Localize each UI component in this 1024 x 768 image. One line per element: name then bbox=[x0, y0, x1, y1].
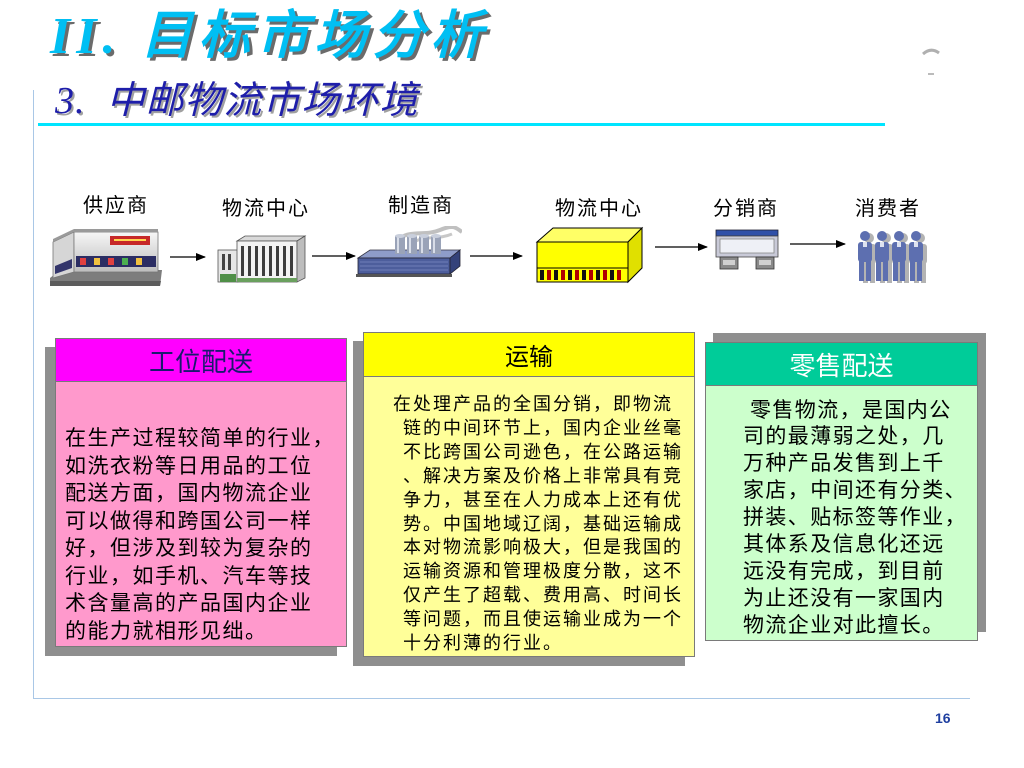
box-transportation: 运输 在处理产品的全国分销，即物流 链的中间环节上，国内企业丝毫 不比跨国公司逊… bbox=[363, 332, 695, 657]
box-text-line: 如洗衣粉等日用品的工位 bbox=[65, 453, 313, 478]
box-workstation-delivery: 工位配送 在生产过程较简单的行业， 如洗衣粉等日用品的工位 配送方面，国内物流企… bbox=[55, 338, 347, 647]
box-text-line: 本对物流影响极大，但是我国的 bbox=[403, 537, 683, 559]
slide-title: II. 目标市场分析 bbox=[50, 8, 489, 65]
title-underline bbox=[38, 123, 885, 126]
box-text-line: 运输资源和管理极度分散，这不 bbox=[403, 561, 683, 583]
box-header-text: 零售配送 bbox=[789, 351, 894, 382]
box-text-line: 仅产生了超载、费用高、时间长 bbox=[403, 585, 683, 607]
box-text-line: 链的中间环节上，国内企业丝毫 bbox=[403, 417, 683, 439]
flow-node-consumer-label: 消费者 bbox=[855, 196, 921, 220]
page-number: 16 bbox=[935, 710, 951, 726]
box-body: 零售物流，是国内公 司的最薄弱之处，几 万种产品发售到上千 家店，中间还有分类、… bbox=[706, 386, 977, 640]
box-text-line: 司的最薄弱之处，几 bbox=[743, 424, 945, 449]
warehouse-icon bbox=[50, 229, 162, 286]
flow-node-distributor-label: 分销商 bbox=[713, 196, 779, 220]
box-text-line: 在生产过程较简单的行业， bbox=[65, 426, 335, 450]
box-text-line: 行业，如手机、汽车等技 bbox=[65, 563, 313, 588]
box-header-text: 运输 bbox=[505, 343, 553, 371]
box-header-text: 工位配送 bbox=[148, 347, 253, 378]
box-header: 工位配送 bbox=[56, 339, 346, 382]
box-body: 在生产过程较简单的行业， 如洗衣粉等日用品的工位 配送方面，国内物流企业 可以做… bbox=[56, 382, 346, 646]
box-text-line: 为止还没有一家国内 bbox=[743, 585, 945, 610]
distribution-building-icon bbox=[535, 226, 644, 284]
box-text-line: 物流企业对此擅长。 bbox=[743, 612, 945, 637]
box-text-line: 的能力就相形见绌。 bbox=[65, 618, 268, 643]
box-text-line: 不比跨国公司逊色，在公路运输 bbox=[403, 441, 683, 463]
box-text-line: 其体系及信息化还远 bbox=[743, 532, 945, 557]
box-text-line: 、解决方案及价格上非常具有竞 bbox=[403, 465, 683, 487]
box-text-line: 可以做得和跨国公司一样 bbox=[65, 508, 313, 533]
logistics-center-icon bbox=[217, 235, 307, 283]
box-text-line: 术含量高的产品国内企业 bbox=[65, 591, 313, 615]
frame-left-line bbox=[33, 90, 34, 698]
flow-node-logistics-center-label: 物流中心 bbox=[222, 196, 310, 220]
box-text-line: 争力，甚至在人力成本上还有优 bbox=[403, 489, 683, 511]
box-header: 零售配送 bbox=[706, 343, 977, 386]
consumers-icon bbox=[858, 231, 927, 283]
box-text-line: 零售物流，是国内公 bbox=[750, 397, 952, 422]
box-retail-delivery: 零售配送 零售物流，是国内公 司的最薄弱之处，几 万种产品发售到上千 家店，中间… bbox=[705, 342, 978, 641]
flow-node-manufacturer-label: 制造商 bbox=[388, 193, 454, 217]
box-text-line: 势。中国地域辽阔，基础运输成 bbox=[403, 513, 683, 535]
box-text-line: 配送方面，国内物流企业 bbox=[65, 481, 313, 505]
factory-icon bbox=[356, 226, 462, 277]
distributor-icon bbox=[715, 229, 779, 270]
box-text-line: 万种产品发售到上千 bbox=[743, 451, 945, 476]
box-text-line: 拼装、贴标签等作业， bbox=[743, 505, 967, 530]
box-text-line: 家店，中间还有分类、 bbox=[743, 478, 967, 503]
box-text-line: 好，但涉及到较为复杂的 bbox=[65, 536, 313, 560]
box-text-line: 等问题，而且使运输业成为一个 bbox=[403, 609, 683, 631]
flow-node-logistics-center-2-label: 物流中心 bbox=[555, 196, 643, 220]
frame-bottom-line bbox=[33, 698, 970, 699]
corner-decoration bbox=[922, 48, 940, 75]
box-body: 在处理产品的全国分销，即物流 链的中间环节上，国内企业丝毫 不比跨国公司逊色，在… bbox=[364, 377, 694, 656]
box-text-line: 远没有完成，到目前 bbox=[743, 558, 945, 583]
flow-node-supplier-label: 供应商 bbox=[83, 193, 149, 217]
slide-subtitle: 3. 中邮物流市场环境 bbox=[55, 80, 419, 122]
box-text-line: 十分利薄的行业。 bbox=[403, 633, 563, 655]
box-text-line: 在处理产品的全国分销，即物流 bbox=[393, 394, 673, 415]
box-header: 运输 bbox=[364, 333, 694, 377]
